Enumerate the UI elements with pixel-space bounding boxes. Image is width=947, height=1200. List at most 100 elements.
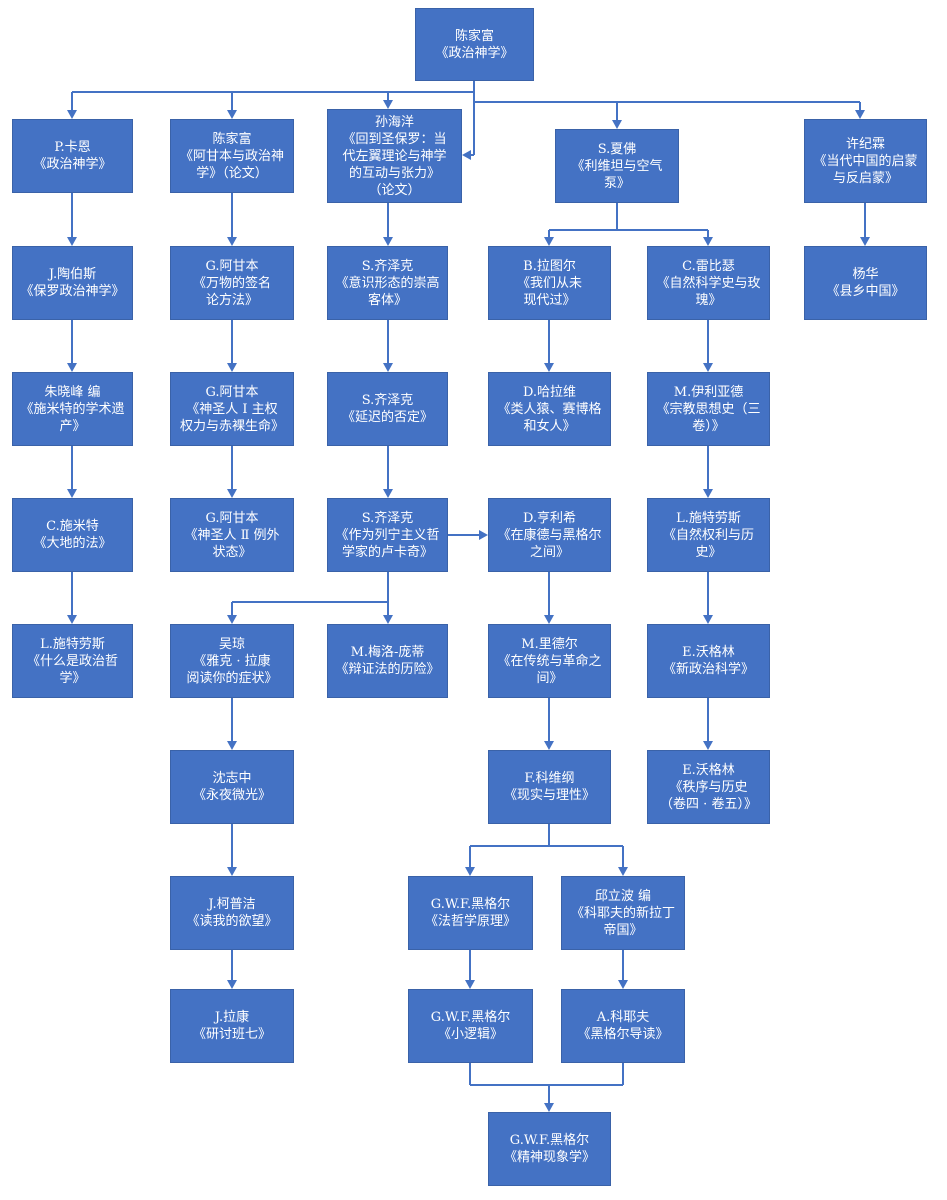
arrowhead: [67, 237, 77, 246]
node-p-kahn: P.卡恩《政治神学》: [12, 119, 133, 193]
node-text-line: 吴琼: [218, 636, 245, 652]
node-text-line: 之间》: [529, 544, 569, 560]
node-j-taubes: J.陶伯斯《保罗政治神学》: [12, 246, 133, 320]
node-text-line: 阅读你的症状》: [186, 670, 278, 686]
node-text-line: 孙海洋: [374, 114, 414, 130]
arrowhead: [67, 489, 77, 498]
node-text-line: 邱立波 编: [594, 888, 652, 904]
node-zhu-xiaofeng: 朱晓峰 编《施米特的学术遗产》: [12, 372, 133, 446]
node-text-line: 《保罗政治神学》: [20, 284, 125, 299]
node-text-line: G.阿甘本: [205, 510, 259, 526]
node-chen-jiafu-agamben: 陈家富《阿甘本与政治神学》（论文）: [170, 119, 294, 193]
arrowhead: [703, 363, 713, 372]
node-text-line: G.阿甘本: [205, 258, 259, 274]
node-zizek-tarrying: S.齐泽克《延迟的否定》: [327, 372, 448, 446]
node-text-line: 客体》: [367, 292, 407, 308]
node-text-line: S.齐泽克: [361, 393, 414, 408]
node-text-line: A.科耶夫: [596, 1010, 650, 1025]
node-chen-jiafu-political-theology: 陈家富《政治神学》: [415, 8, 534, 81]
node-text-line: 和女人》: [523, 418, 576, 434]
node-agamben-homo-sacer-1: G.阿甘本《神圣人 Ⅰ 主权权力与赤裸生命》: [170, 372, 294, 446]
node-text-line: 朱晓峰 编: [44, 384, 101, 400]
node-text-line: 《大地的法》: [33, 536, 112, 551]
node-shapin: S.夏佛《利维坦与空气泵》: [555, 129, 679, 203]
node-text-line: 杨华: [852, 267, 879, 282]
node-text-line: J.柯普洁: [208, 897, 256, 912]
node-text-line: 论方法》: [205, 292, 258, 308]
node-text-line: 帝国》: [603, 922, 643, 938]
arrowhead: [544, 741, 554, 750]
arrowhead: [618, 980, 628, 989]
node-text-line: G.W.F.黑格尔: [509, 1133, 590, 1148]
node-l-strauss-political-philosophy: L.施特劳斯《什么是政治哲学》: [12, 624, 133, 698]
arrowhead: [227, 363, 237, 372]
node-text-line: 陈家富: [454, 28, 494, 44]
node-text-line: 《意识形态的崇高: [335, 275, 440, 291]
arrowhead: [67, 615, 77, 624]
node-text-line: G.W.F.黑格尔: [430, 1010, 511, 1025]
node-text-line: 《当代中国的启蒙: [813, 153, 918, 169]
arrowhead: [703, 489, 713, 498]
node-text-line: 泵》: [603, 175, 630, 191]
node-text-line: 《利维坦与空气: [571, 158, 663, 174]
node-text-line: G.W.F.黑格尔: [430, 897, 511, 912]
node-text-line: M.伊利亚德: [673, 384, 744, 400]
node-text-line: S.齐泽克: [361, 258, 414, 274]
node-text-line: P.卡恩: [54, 140, 91, 155]
node-text-line: 学家的卢卡奇》: [341, 544, 433, 560]
node-text-line: S.齐泽克: [361, 510, 414, 526]
node-text-line: 《科耶夫的新拉丁: [570, 905, 675, 921]
arrowhead: [479, 530, 488, 540]
node-text-line: 《政治神学》: [435, 45, 514, 61]
node-text-line: M.梅洛-庞蒂: [350, 645, 425, 660]
node-text-line: 学》: [59, 670, 86, 686]
node-text-line: 《黑格尔导读》: [577, 1027, 669, 1042]
node-text-line: 《研讨班七》: [192, 1027, 271, 1042]
arrowhead: [703, 615, 713, 624]
node-latour: B.拉图尔《我们从未现代过》: [488, 246, 611, 320]
node-merleau-ponty: M.梅洛-庞蒂《辩证法的历险》: [327, 624, 448, 698]
node-text-line: 与反启蒙》: [832, 170, 898, 186]
arrowhead: [618, 867, 628, 876]
arrowhead: [465, 867, 475, 876]
node-text-line: J.拉康: [214, 1010, 250, 1025]
node-kervegan: F.科维纲《现实与理性》: [488, 750, 611, 824]
node-text-line: 《宗教思想史（三: [656, 401, 761, 417]
arrowhead: [383, 615, 393, 624]
arrowhead: [227, 867, 237, 876]
node-rebisse: C.雷比瑟《自然科学史与玫瑰》: [647, 246, 770, 320]
node-text-line: （论文）: [368, 182, 421, 198]
node-text-line: 《自然权利与历: [662, 527, 754, 543]
arrowhead: [67, 110, 77, 119]
node-text-line: 产》: [59, 418, 86, 434]
arrowhead: [860, 237, 870, 246]
node-text-line: 间》: [536, 670, 563, 686]
node-text-line: C.雷比瑟: [682, 258, 735, 274]
node-voegelin-new-science: E.沃格林《新政治科学》: [647, 624, 770, 698]
arrowhead: [855, 110, 865, 119]
node-text-line: 《自然科学史与玫: [656, 275, 761, 291]
node-text-line: 史》: [695, 544, 722, 560]
node-text-line: 陈家富: [212, 131, 252, 147]
node-text-line: D.哈拉维: [522, 384, 577, 400]
node-voegelin-order-history: E.沃格林《秩序与历史（卷四 · 卷五）》: [647, 750, 770, 824]
node-text-line: G.阿甘本: [205, 384, 259, 400]
arrowhead: [544, 615, 554, 624]
node-text-line: 状态》: [212, 544, 252, 560]
node-text-line: M.里德尔: [521, 636, 578, 652]
node-haraway: D.哈拉维《类人猿、赛博格和女人》: [488, 372, 611, 446]
node-text-line: 《万物的签名: [192, 275, 271, 291]
node-text-line: C.施米特: [46, 519, 99, 534]
node-zizek-sublime-object: S.齐泽克《意识形态的崇高客体》: [327, 246, 448, 320]
node-text-line: 现代过》: [523, 292, 576, 308]
node-text-line: 权力与赤裸生命》: [179, 418, 284, 434]
arrowhead: [703, 237, 713, 246]
node-text-line: 《小逻辑》: [437, 1027, 503, 1042]
node-text-line: 许纪霖: [845, 136, 885, 152]
node-text-line: 《雅克 · 拉康: [193, 653, 271, 669]
arrowhead: [544, 1103, 554, 1112]
node-shen-zhizhong: 沈志中《永夜微光》: [170, 750, 294, 824]
node-hegel-philosophy-of-right: G.W.F.黑格尔《法哲学原理》: [408, 876, 533, 950]
arrowhead: [227, 980, 237, 989]
